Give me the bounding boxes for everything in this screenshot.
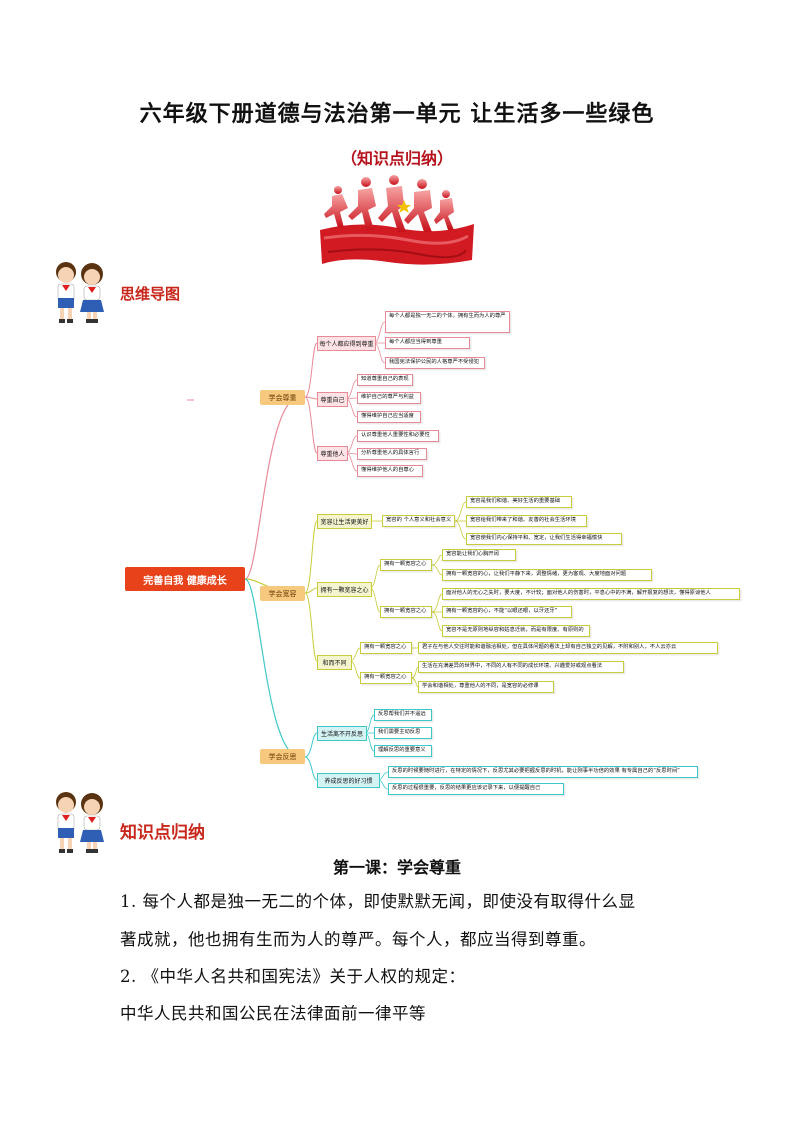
tolerance-leaf: 宽容不是无原则地纵容和姑息迁就，而是有限度、有原则的	[442, 625, 590, 637]
mind-map-connectors	[186, 321, 467, 790]
respect-leaf: 分析尊重他人的具体言行	[357, 448, 427, 460]
reflect-leaf: 理解反思的重要意义	[374, 745, 432, 757]
tolerance-leaf: 生活在充满差异的世界中，不同的人有不同的成长环境、兴趣爱好或观点看法	[418, 661, 624, 673]
tolerance-mid: 宽容的 个人意义和社会意义	[382, 515, 455, 527]
respect-leaf: 懂得维护自己应当适度	[357, 411, 421, 423]
mind-map-heading: 思维导图	[120, 285, 181, 303]
students-icon	[56, 262, 104, 323]
branch-tolerance: 学会宽容	[260, 586, 305, 601]
respect-leaf: 知道尊重自己的表现	[357, 374, 413, 386]
tolerance-leaf: 拥有一颗宽容的心，让我们平静下来，调整情绪，更为客观、大度地面对问题	[442, 569, 652, 581]
respect-leaf: 每个人都应当得到尊重	[385, 337, 470, 349]
respect-leaf: 我国宪法保护公民的人格尊严不受侵犯	[385, 357, 485, 369]
tolerance-mid: 拥有一颗宽容之心	[380, 606, 432, 618]
students-icon	[56, 792, 104, 853]
tolerance-sub-better-life: 宽容让生活更美好	[317, 514, 372, 529]
respect-sub-others: 尊重他人	[317, 446, 348, 461]
tolerance-leaf: 宽容能让我们心胸开阔	[442, 549, 516, 561]
tolerance-mid: 拥有一颗宽容之心	[360, 642, 412, 654]
tolerance-leaf: 面对他人的无心之失时，要大度，不计较；面对他人的伤害时，平息心中的不满，解开报复…	[442, 588, 740, 600]
reflect-sub-life: 生活离不开反思	[317, 726, 367, 741]
branch-respect: 学会尊重	[260, 390, 305, 405]
reflect-leaf: 反思帮我们并不遥远	[374, 709, 432, 721]
paragraph-1-line-2: 著成就，他也拥有生而为人的尊严。每个人，都应当得到尊重。	[120, 930, 596, 949]
mind-map-center-node: 完善自我 健康成长	[125, 567, 245, 591]
reflect-sub-habit: 养成反思的好习惯	[317, 773, 380, 788]
tolerance-leaf: 宽容是我们和谐、美好生活的重要基础	[466, 496, 572, 508]
tolerance-leaf: 拥有一颗宽容的心，不能“以眼还眼，以牙还牙”	[442, 606, 572, 618]
respect-sub-self: 尊重自己	[317, 392, 348, 407]
respect-sub-everyone: 每个人都应得到尊重	[317, 336, 376, 351]
branch-reflect: 学会反思	[260, 749, 305, 764]
runners-flag-illustration	[320, 175, 474, 265]
document-title: 六年级下册道德与法治第一单元 让生活多一些绿色	[139, 101, 655, 127]
tolerance-sub-harmony: 和而不同	[317, 655, 352, 670]
tolerance-sub-tolerant-heart: 拥有一颗宽容之心	[317, 582, 372, 597]
reflect-leaf: 我们需要主动反思	[374, 727, 432, 739]
document-subtitle: （知识点归纳）	[340, 149, 453, 168]
tolerance-leaf: 宽容给我们带来了和谐、友善的社会生活环境	[466, 515, 587, 527]
tolerance-leaf: 学会和谐相处，尊重他人的不同，是宽容的必修课	[418, 681, 554, 693]
mind-map: 完善自我 健康成长 学会尊重 每个人都应得到尊重 每个人都是独一无二的个体，拥有…	[120, 305, 750, 805]
knowledge-heading: 知识点归纳	[120, 823, 205, 843]
paragraph-1-line-1: 1. 每个人都是独一无二的个体，即使默默无闻，即使没有取得什么显	[120, 892, 636, 911]
reflect-leaf: 反思的过程很重要，反思的结果更应该记录下来，以便提醒自己	[388, 783, 564, 795]
respect-leaf: 维护自己的尊严与利益	[357, 392, 421, 404]
paragraph-2: 2. 《中华人名共和国宪法》关于人权的规定：	[120, 967, 466, 986]
tolerance-leaf: 君子在与他人交往时能和谐融洽相处，但在具体问题的看法上却有自己独立的见解，不附和…	[418, 642, 718, 654]
respect-leaf: 认识尊重他人重要性和必要性	[357, 430, 439, 442]
reflect-leaf: 反思的时候要随时进行，在特定的情况下，反思尤其必要把握反思的时机，能让刚事半功倍…	[388, 766, 698, 778]
tolerance-mid: 拥有一颗宽容之心	[360, 672, 412, 684]
tolerance-mid: 拥有一颗宽容之心	[380, 559, 432, 571]
tolerance-leaf: 宽容使我们内心保持平和、宽定，让我们生活得幸福愉快	[466, 533, 622, 545]
paragraph-3: 中华人民共和国公民在法律面前一律平等	[120, 1004, 426, 1023]
respect-leaf: 懂得维护他人的自尊心	[357, 465, 423, 477]
lesson-title: 第一课：学会尊重	[332, 858, 461, 877]
respect-leaf: 每个人都是独一无二的个体，拥有生而为人的尊严	[385, 311, 510, 333]
